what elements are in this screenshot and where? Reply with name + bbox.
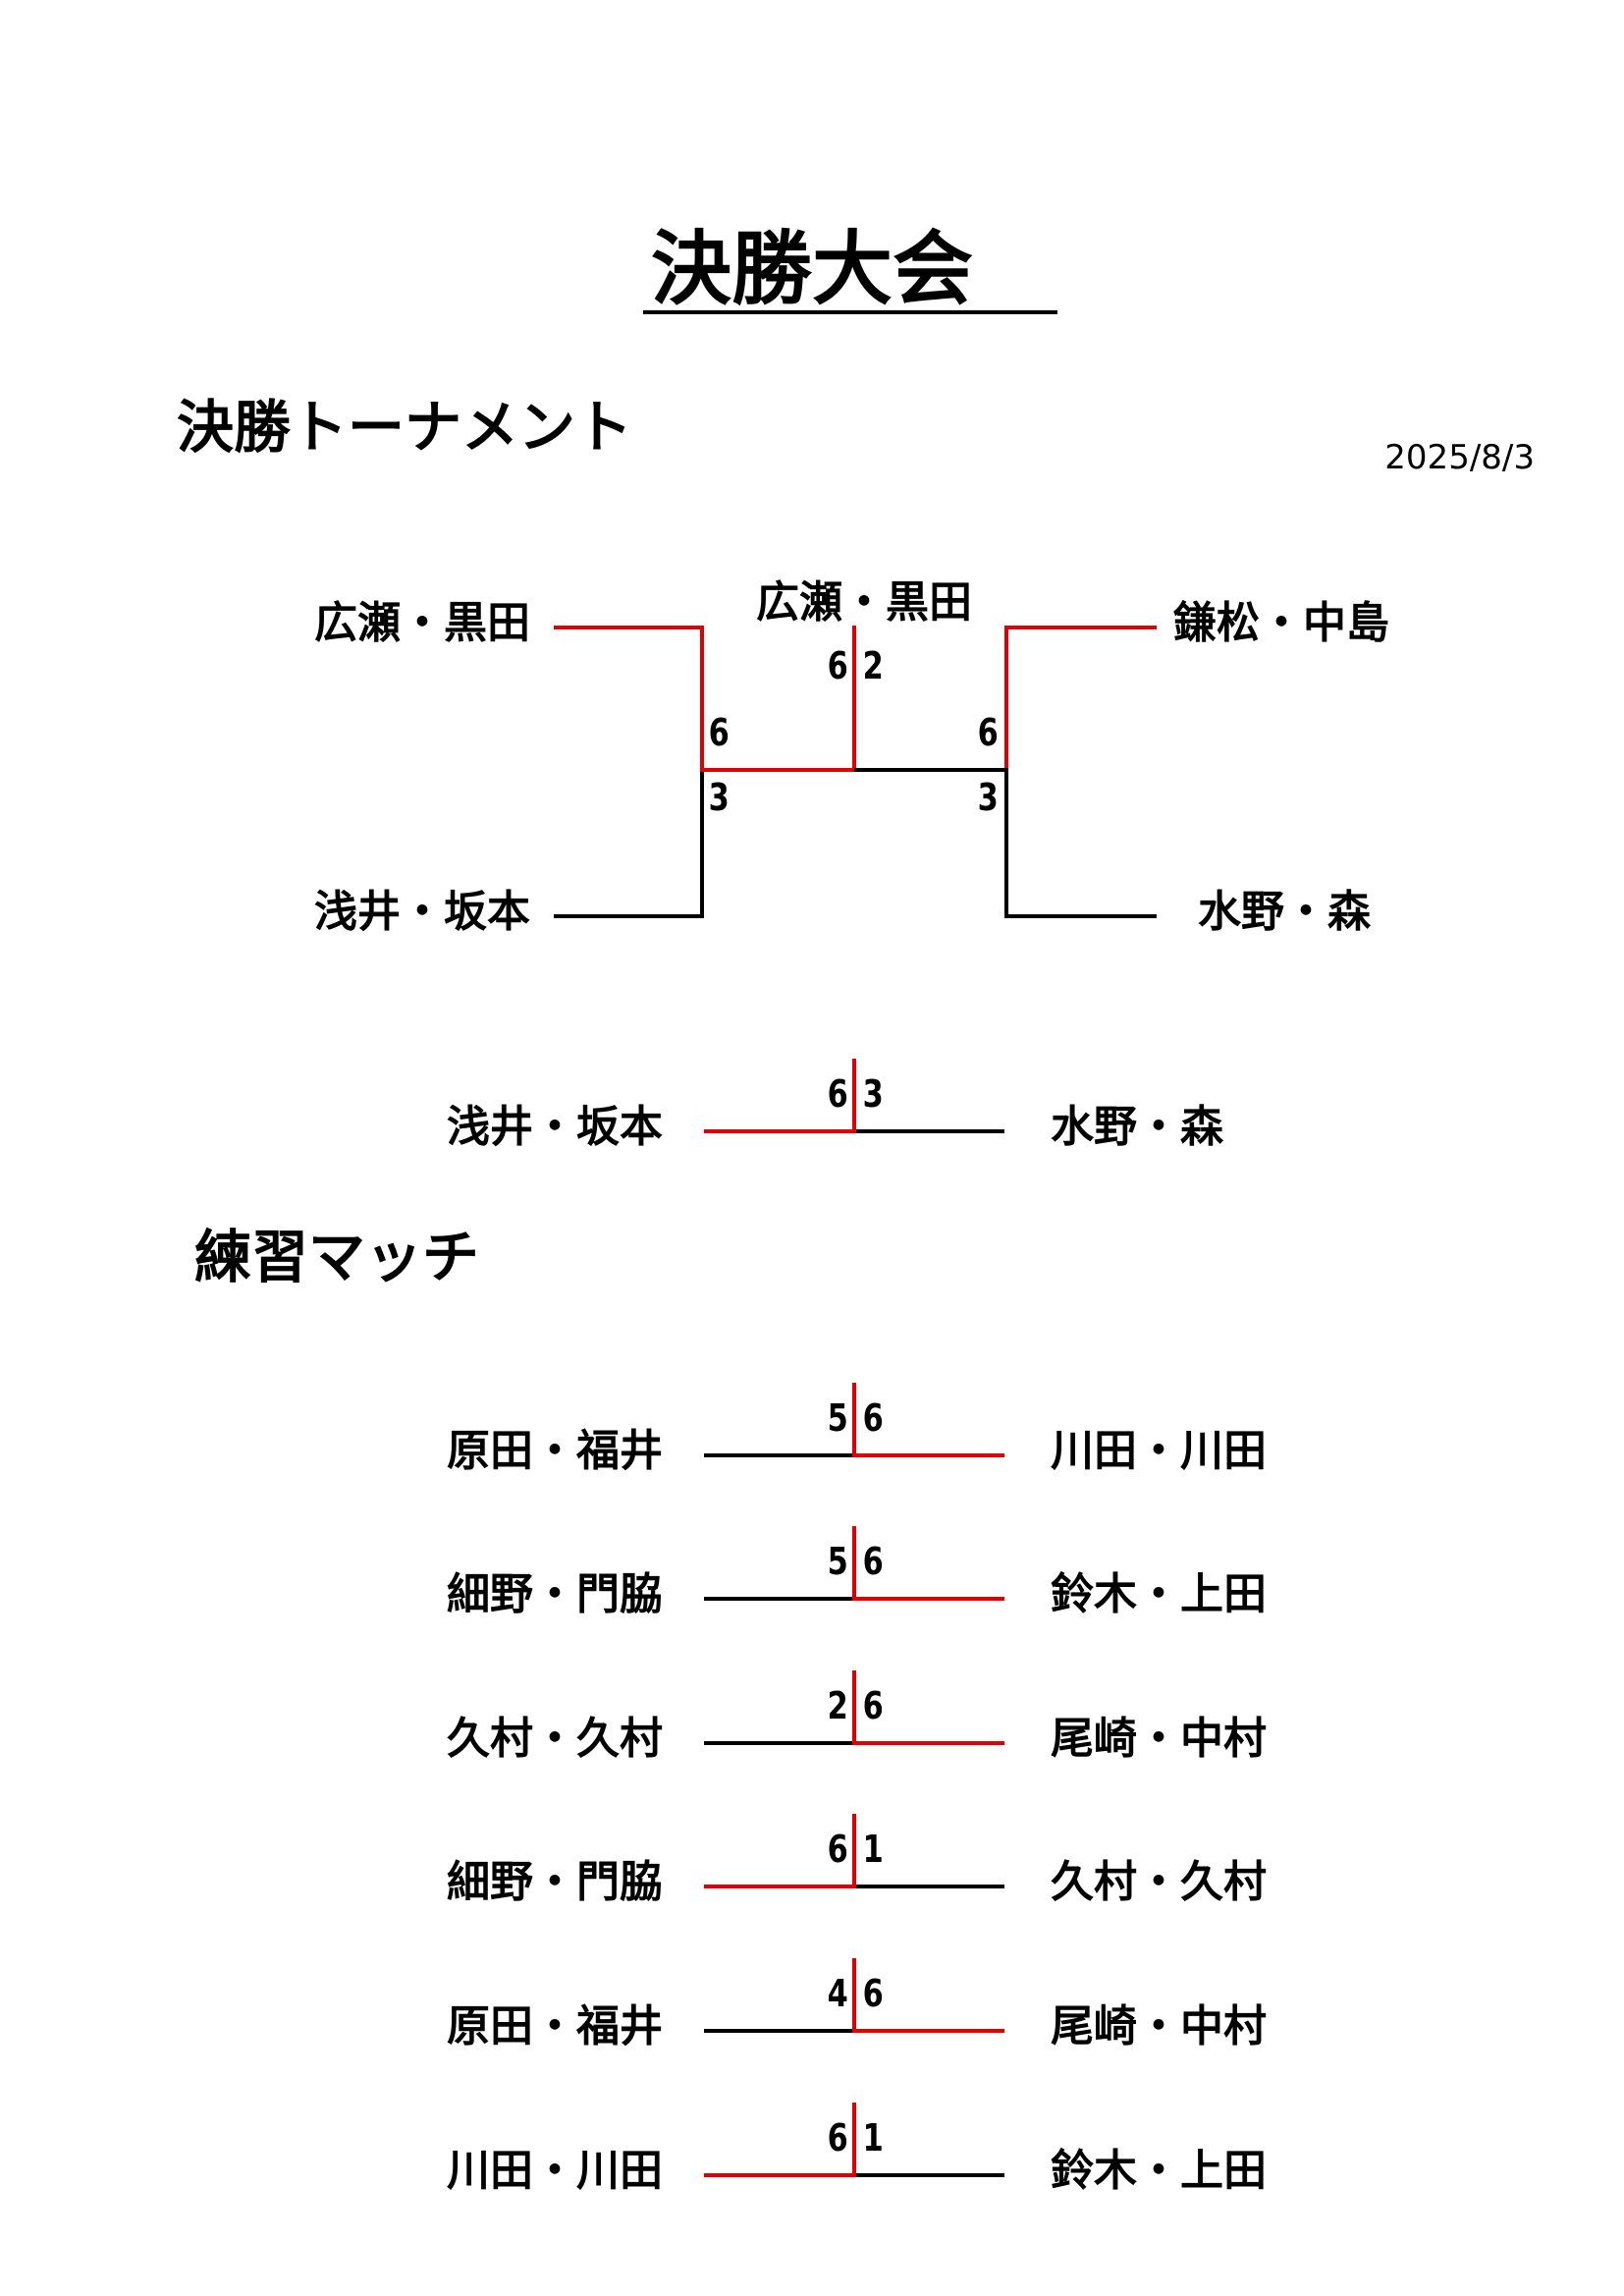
score-left-top: 6 bbox=[708, 711, 730, 754]
third-place-match-left-line bbox=[704, 1129, 854, 1133]
final-score-left: 6 bbox=[827, 644, 848, 687]
practice-match-6-right-team: 鈴木・上田 bbox=[1051, 2146, 1267, 2196]
team-name-left-top: 広瀬・黒田 bbox=[314, 598, 530, 648]
practice-match-4-right-line bbox=[854, 1885, 1004, 1888]
final-score-right: 2 bbox=[862, 644, 884, 687]
practice-match-6-right-line bbox=[854, 2173, 1004, 2177]
practice-match-3-divider bbox=[852, 1670, 856, 1745]
practice-match-4-score-right: 1 bbox=[862, 1828, 884, 1871]
practice-match-1-left-team: 原田・福井 bbox=[447, 1426, 663, 1476]
right-bottom-vertical bbox=[1004, 768, 1008, 918]
practice-match-4-left-line bbox=[704, 1885, 854, 1888]
practice-match-4-left-team: 細野・門脇 bbox=[447, 1857, 663, 1907]
left-top-line bbox=[554, 626, 704, 629]
practice-match-6-score-left: 6 bbox=[827, 2116, 848, 2159]
third-place-match-score-right: 3 bbox=[862, 1072, 884, 1116]
third-place-match-right-team: 水野・森 bbox=[1051, 1102, 1223, 1152]
practice-match-6-left-line bbox=[704, 2173, 854, 2177]
practice-match-3-score-left: 2 bbox=[827, 1684, 848, 1727]
practice-match-4-divider bbox=[852, 1814, 856, 1888]
third-place-match-left-team: 浅井・坂本 bbox=[447, 1102, 663, 1152]
practice-match-1-score-left: 5 bbox=[827, 1396, 848, 1440]
third-place-match-right-line bbox=[854, 1129, 1004, 1133]
practice-match-5-score-left: 4 bbox=[827, 1972, 848, 2015]
right-top-line bbox=[1004, 626, 1157, 629]
practice-match-3-left-line bbox=[704, 1741, 854, 1745]
practice-match-6-left-team: 川田・川田 bbox=[447, 2146, 663, 2196]
practice-match-3-left-team: 久村・久村 bbox=[447, 1714, 663, 1764]
practice-match-3-right-line bbox=[854, 1741, 1004, 1745]
practice-match-4-right-team: 久村・久村 bbox=[1051, 1857, 1267, 1907]
practice-match-6-score-right: 1 bbox=[862, 2116, 884, 2159]
practice-match-1-score-right: 6 bbox=[862, 1396, 884, 1440]
third-place-match-divider bbox=[852, 1059, 856, 1133]
left-bottom-line bbox=[554, 914, 704, 918]
practice-match-1-right-team: 川田・川田 bbox=[1051, 1426, 1267, 1476]
practice-match-3-right-team: 尾崎・中村 bbox=[1051, 1714, 1267, 1764]
practice-match-5-left-team: 原田・福井 bbox=[447, 2001, 663, 2051]
team-name-right-top: 鎌松・中島 bbox=[1173, 598, 1389, 648]
practice-match-2-right-line bbox=[854, 1597, 1004, 1601]
team-name-right-bottom: 水野・森 bbox=[1198, 887, 1371, 937]
practice-match-5-right-team: 尾崎・中村 bbox=[1051, 2001, 1267, 2051]
score-right-bottom: 3 bbox=[977, 776, 999, 819]
practice-match-2-divider bbox=[852, 1526, 856, 1601]
page-title: 決勝大会 bbox=[650, 223, 973, 316]
practice-match-2-right-team: 鈴木・上田 bbox=[1051, 1569, 1267, 1619]
champion-name: 広瀬・黒田 bbox=[756, 577, 972, 628]
title-underline bbox=[643, 310, 1057, 314]
final-right-line bbox=[854, 768, 1008, 772]
practice-match-1-left-line bbox=[704, 1453, 854, 1457]
right-bottom-line bbox=[1004, 914, 1157, 918]
practice-match-2-score-left: 5 bbox=[827, 1540, 848, 1583]
practice-match-1-right-line bbox=[854, 1453, 1004, 1457]
practice-match-4-score-left: 6 bbox=[827, 1828, 848, 1871]
left-top-vertical bbox=[700, 626, 704, 768]
team-name-left-bottom: 浅井・坂本 bbox=[314, 887, 530, 937]
practice-match-2-left-line bbox=[704, 1597, 854, 1601]
practice-match-5-score-right: 6 bbox=[862, 1972, 884, 2015]
practice-heading: 練習マッチ bbox=[194, 1224, 480, 1290]
right-top-vertical bbox=[1004, 626, 1008, 768]
practice-match-6-divider bbox=[852, 2103, 856, 2177]
champion-vertical bbox=[852, 626, 856, 768]
practice-match-5-divider bbox=[852, 1958, 856, 2033]
left-bottom-vertical bbox=[700, 768, 704, 918]
tournament-heading: 決勝トーナメント bbox=[177, 394, 633, 461]
practice-match-5-right-line bbox=[854, 2029, 1004, 2033]
practice-match-5-left-line bbox=[704, 2029, 854, 2033]
score-right-top: 6 bbox=[977, 711, 999, 754]
practice-match-2-left-team: 細野・門脇 bbox=[447, 1569, 663, 1619]
practice-match-2-score-right: 6 bbox=[862, 1540, 884, 1583]
score-left-bottom: 3 bbox=[708, 776, 730, 819]
practice-match-3-score-right: 6 bbox=[862, 1684, 884, 1727]
third-place-match-score-left: 6 bbox=[827, 1072, 848, 1116]
final-left-line bbox=[700, 768, 854, 772]
practice-match-1-divider bbox=[852, 1383, 856, 1457]
event-date: 2025/8/3 bbox=[1384, 438, 1535, 477]
